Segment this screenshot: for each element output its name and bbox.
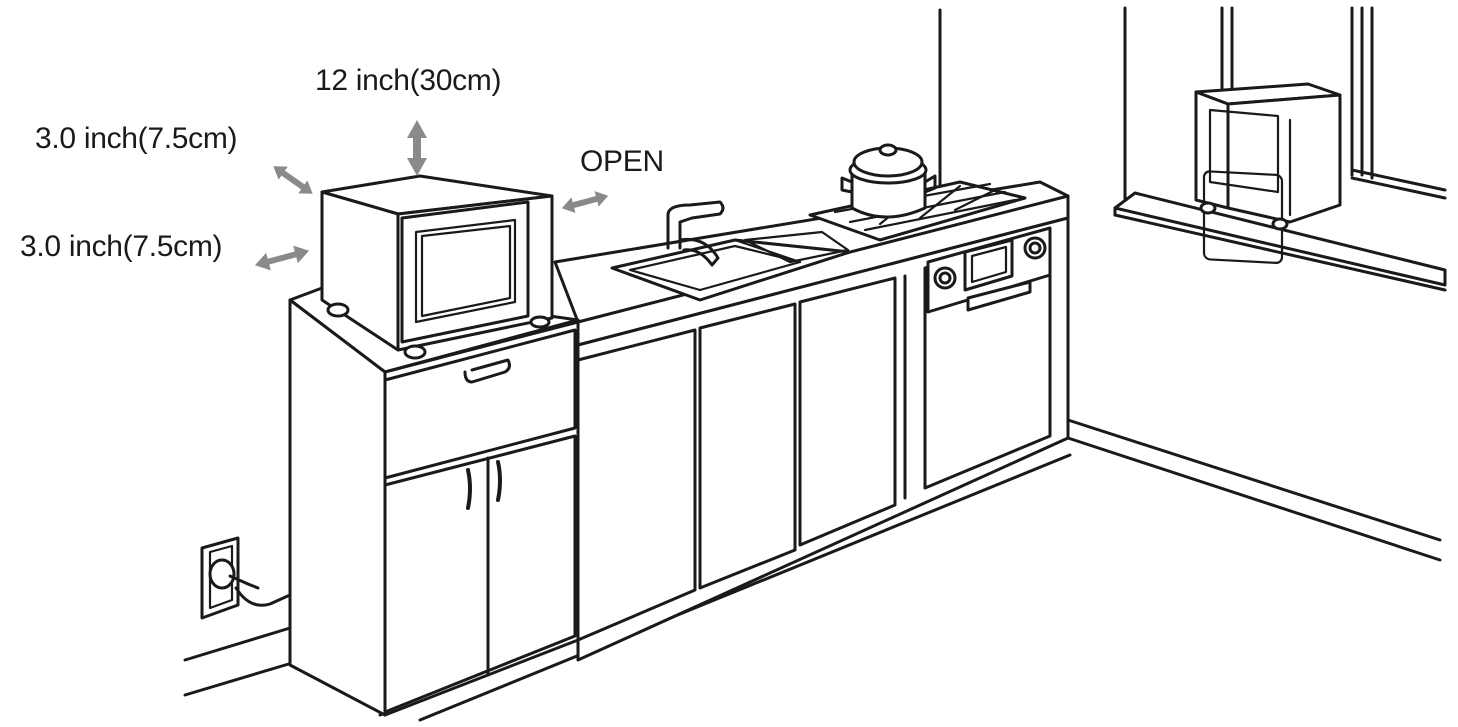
right-side-open-label: OPEN xyxy=(580,145,664,178)
top-clearance-arrow xyxy=(407,120,427,176)
side-clearance-upper-label: 3.0 inch(7.5cm) xyxy=(35,122,238,155)
upper-left-clearance-arrow xyxy=(273,166,313,194)
left-cabinet xyxy=(288,283,580,717)
lower-left-clearance-arrow xyxy=(254,245,310,271)
wall-outlet xyxy=(200,536,292,620)
clearance-arrows xyxy=(254,120,609,271)
right-clearance-arrow xyxy=(561,191,609,213)
top-clearance-label: 12 inch(30cm) xyxy=(315,64,502,97)
sink xyxy=(610,200,852,302)
microwave-on-sill xyxy=(1194,82,1342,264)
microwave xyxy=(320,174,554,360)
stove xyxy=(808,143,1052,314)
window xyxy=(1113,6,1447,292)
side-clearance-lower-label: 3.0 inch(7.5cm) xyxy=(20,230,223,263)
